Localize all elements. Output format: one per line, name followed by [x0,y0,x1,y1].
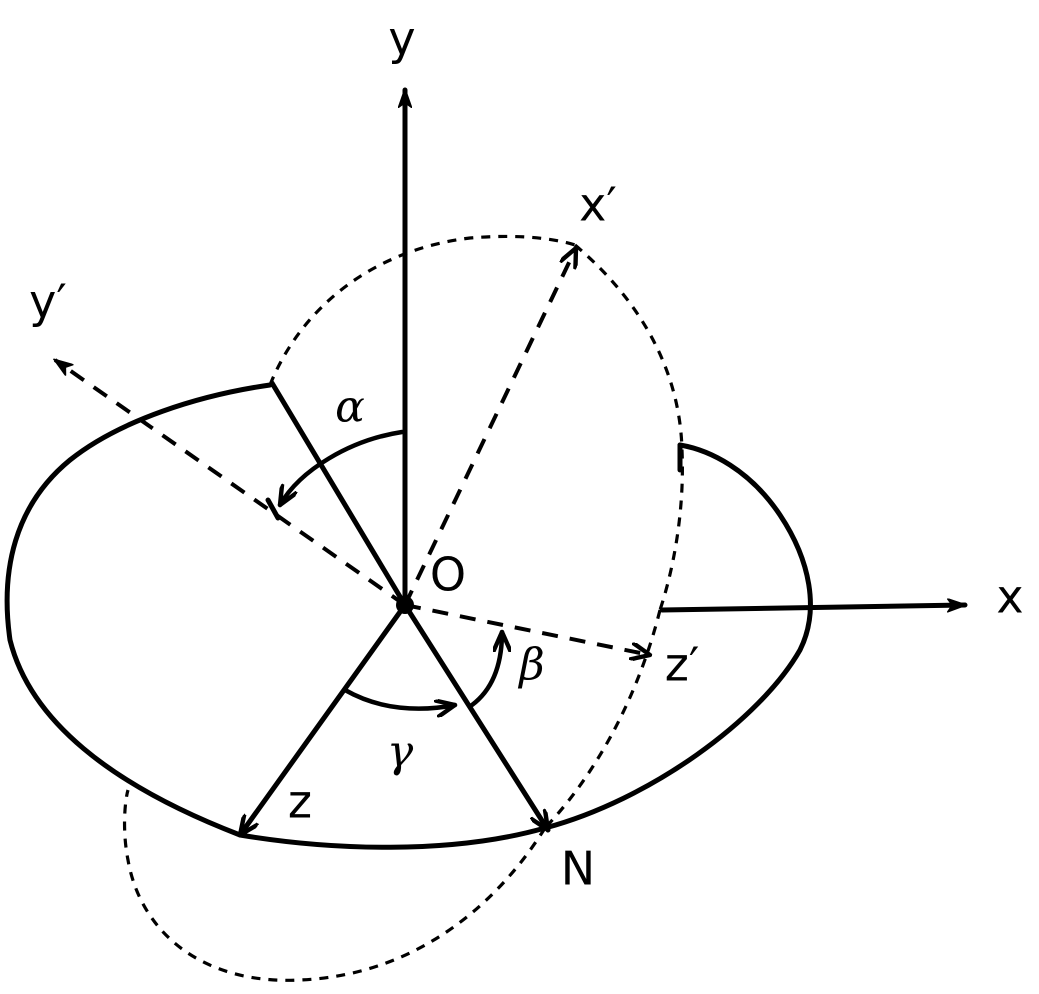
y-axis-label: y [388,12,415,66]
beta-angle-arc [469,629,502,708]
alpha-label: α [335,382,365,433]
alpha-arc-tick [265,497,281,521]
gamma-angle-arc [342,687,458,709]
xz-plane-ellipse [4,382,813,850]
inclined-plane-bottom [122,789,547,982]
inclined-plane-right [573,243,684,611]
origin-point [396,596,414,614]
inclined-plane-radius [269,380,408,608]
x-prime-axis [403,248,576,606]
gamma-label: γ [387,727,414,778]
z-axis-label: z [288,775,312,829]
x-axis [659,605,968,613]
inclined-plane-upper [268,234,576,386]
x-axis-label: x [996,570,1023,624]
line-of-nodes [402,602,551,833]
x-prime-axis-label: x′ [579,178,617,232]
z-axis [237,602,408,838]
node-label: N [561,842,595,896]
y-prime-axis-label: y′ [29,275,67,329]
z-prime-axis-label: z′ [665,638,700,692]
z-prime-axis [404,603,650,655]
y-prime-axis [55,360,407,607]
alpha-angle-arc [277,429,405,508]
inclined-plane-lower-right [543,609,662,830]
origin-label: O [430,548,466,602]
beta-label: β [517,640,544,691]
